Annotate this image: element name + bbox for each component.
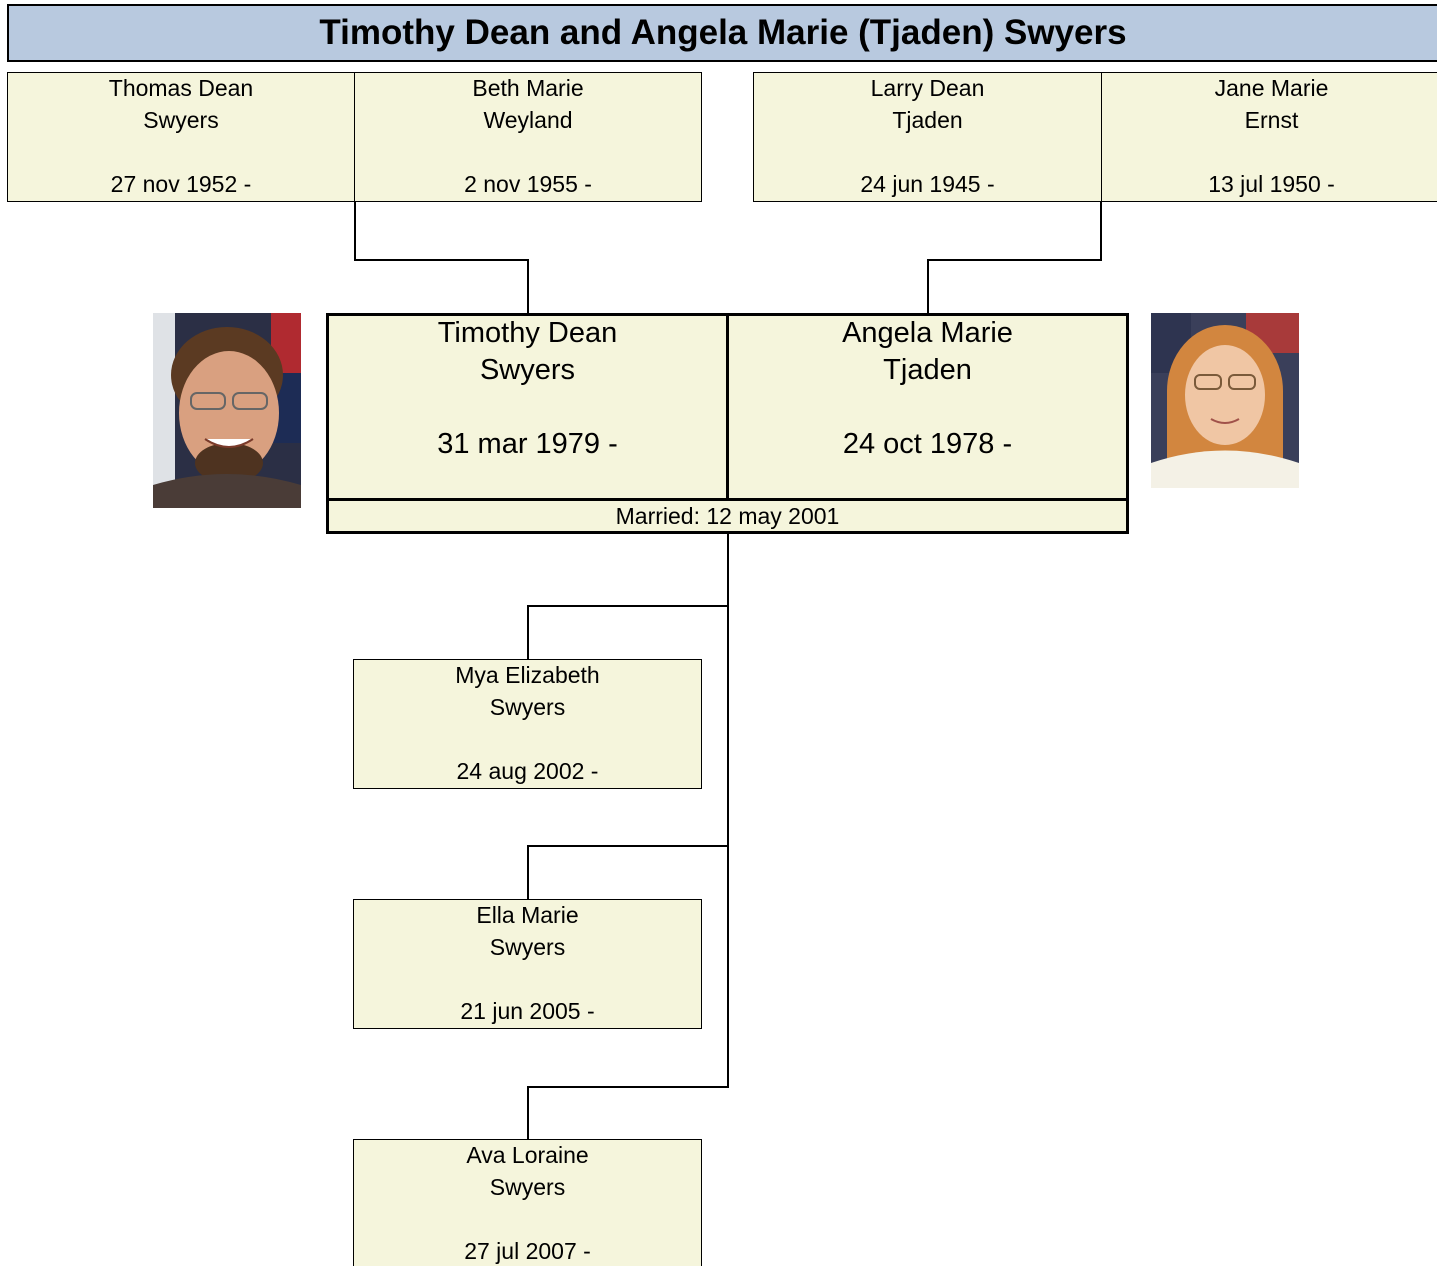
connector-line <box>527 1086 529 1141</box>
man-portrait-icon <box>153 313 301 508</box>
person-surname: Weyland <box>483 107 573 133</box>
person-first-names: Ella Marie <box>476 902 579 928</box>
connector-line <box>527 605 729 607</box>
person-dates: 24 aug 2002 - <box>456 758 599 784</box>
person-dates: 13 jul 1950 - <box>1208 171 1335 197</box>
person-surname: Swyers <box>489 1174 566 1200</box>
connector-line <box>727 532 729 1088</box>
person-surname: Tjaden <box>892 107 963 133</box>
person-surname: Swyers <box>489 694 566 720</box>
connector-line <box>527 845 529 901</box>
person-dates: 27 nov 1952 - <box>110 171 252 197</box>
person-dates: 2 nov 1955 - <box>464 171 592 197</box>
connector-line <box>354 259 529 261</box>
connector-line <box>527 605 529 661</box>
person-box-husband[interactable]: Timothy Dean Swyers 31 mar 1979 - <box>326 313 729 501</box>
person-first-names: Timothy Dean <box>437 317 618 349</box>
person-first-names: Mya Elizabeth <box>455 662 600 688</box>
person-dates: 31 mar 1979 - <box>437 428 618 460</box>
person-box-child[interactable]: Ella Marie Swyers 21 jun 2005 - <box>353 899 702 1029</box>
connector-line <box>354 201 356 261</box>
person-first-names: Thomas Dean <box>108 75 254 101</box>
person-first-names: Ava Loraine <box>466 1142 589 1168</box>
person-surname: Swyers <box>479 354 576 386</box>
person-first-names: Beth Marie <box>472 75 584 101</box>
person-first-names: Larry Dean <box>870 75 985 101</box>
person-dates: 24 jun 1945 - <box>860 171 995 197</box>
connector-line <box>527 1086 729 1088</box>
person-dates: 21 jun 2005 - <box>460 998 595 1024</box>
connector-line <box>527 845 729 847</box>
person-surname: Swyers <box>143 107 219 133</box>
person-surname: Ernst <box>1244 107 1299 133</box>
marriage-date: Married: 12 may 2001 <box>326 498 1129 534</box>
person-box-paternal-grandfather[interactable]: Thomas Dean Swyers 27 nov 1952 - <box>7 72 355 202</box>
page-title: Timothy Dean and Angela Marie (Tjaden) S… <box>7 4 1437 62</box>
person-box-maternal-grandfather[interactable]: Larry Dean Tjaden 24 jun 1945 - <box>753 72 1102 202</box>
person-first-names: Jane Marie <box>1214 75 1329 101</box>
woman-portrait-icon <box>1151 313 1299 488</box>
person-box-paternal-grandmother[interactable]: Beth Marie Weyland 2 nov 1955 - <box>354 72 702 202</box>
connector-line <box>1100 201 1102 261</box>
person-dates: 27 jul 2007 - <box>464 1238 591 1264</box>
connector-line <box>527 259 529 315</box>
person-box-wife[interactable]: Angela Marie Tjaden 24 oct 1978 - <box>726 313 1129 501</box>
person-box-child[interactable]: Ava Loraine Swyers 27 jul 2007 - <box>353 1139 702 1266</box>
person-surname: Tjaden <box>883 354 972 386</box>
person-box-maternal-grandmother[interactable]: Jane Marie Ernst 13 jul 1950 - <box>1101 72 1437 202</box>
person-first-names: Angela Marie <box>842 317 1013 349</box>
connector-line <box>927 259 929 315</box>
person-dates: 24 oct 1978 - <box>842 428 1013 460</box>
connector-line <box>927 259 1102 261</box>
person-surname: Swyers <box>489 934 566 960</box>
person-box-child[interactable]: Mya Elizabeth Swyers 24 aug 2002 - <box>353 659 702 789</box>
